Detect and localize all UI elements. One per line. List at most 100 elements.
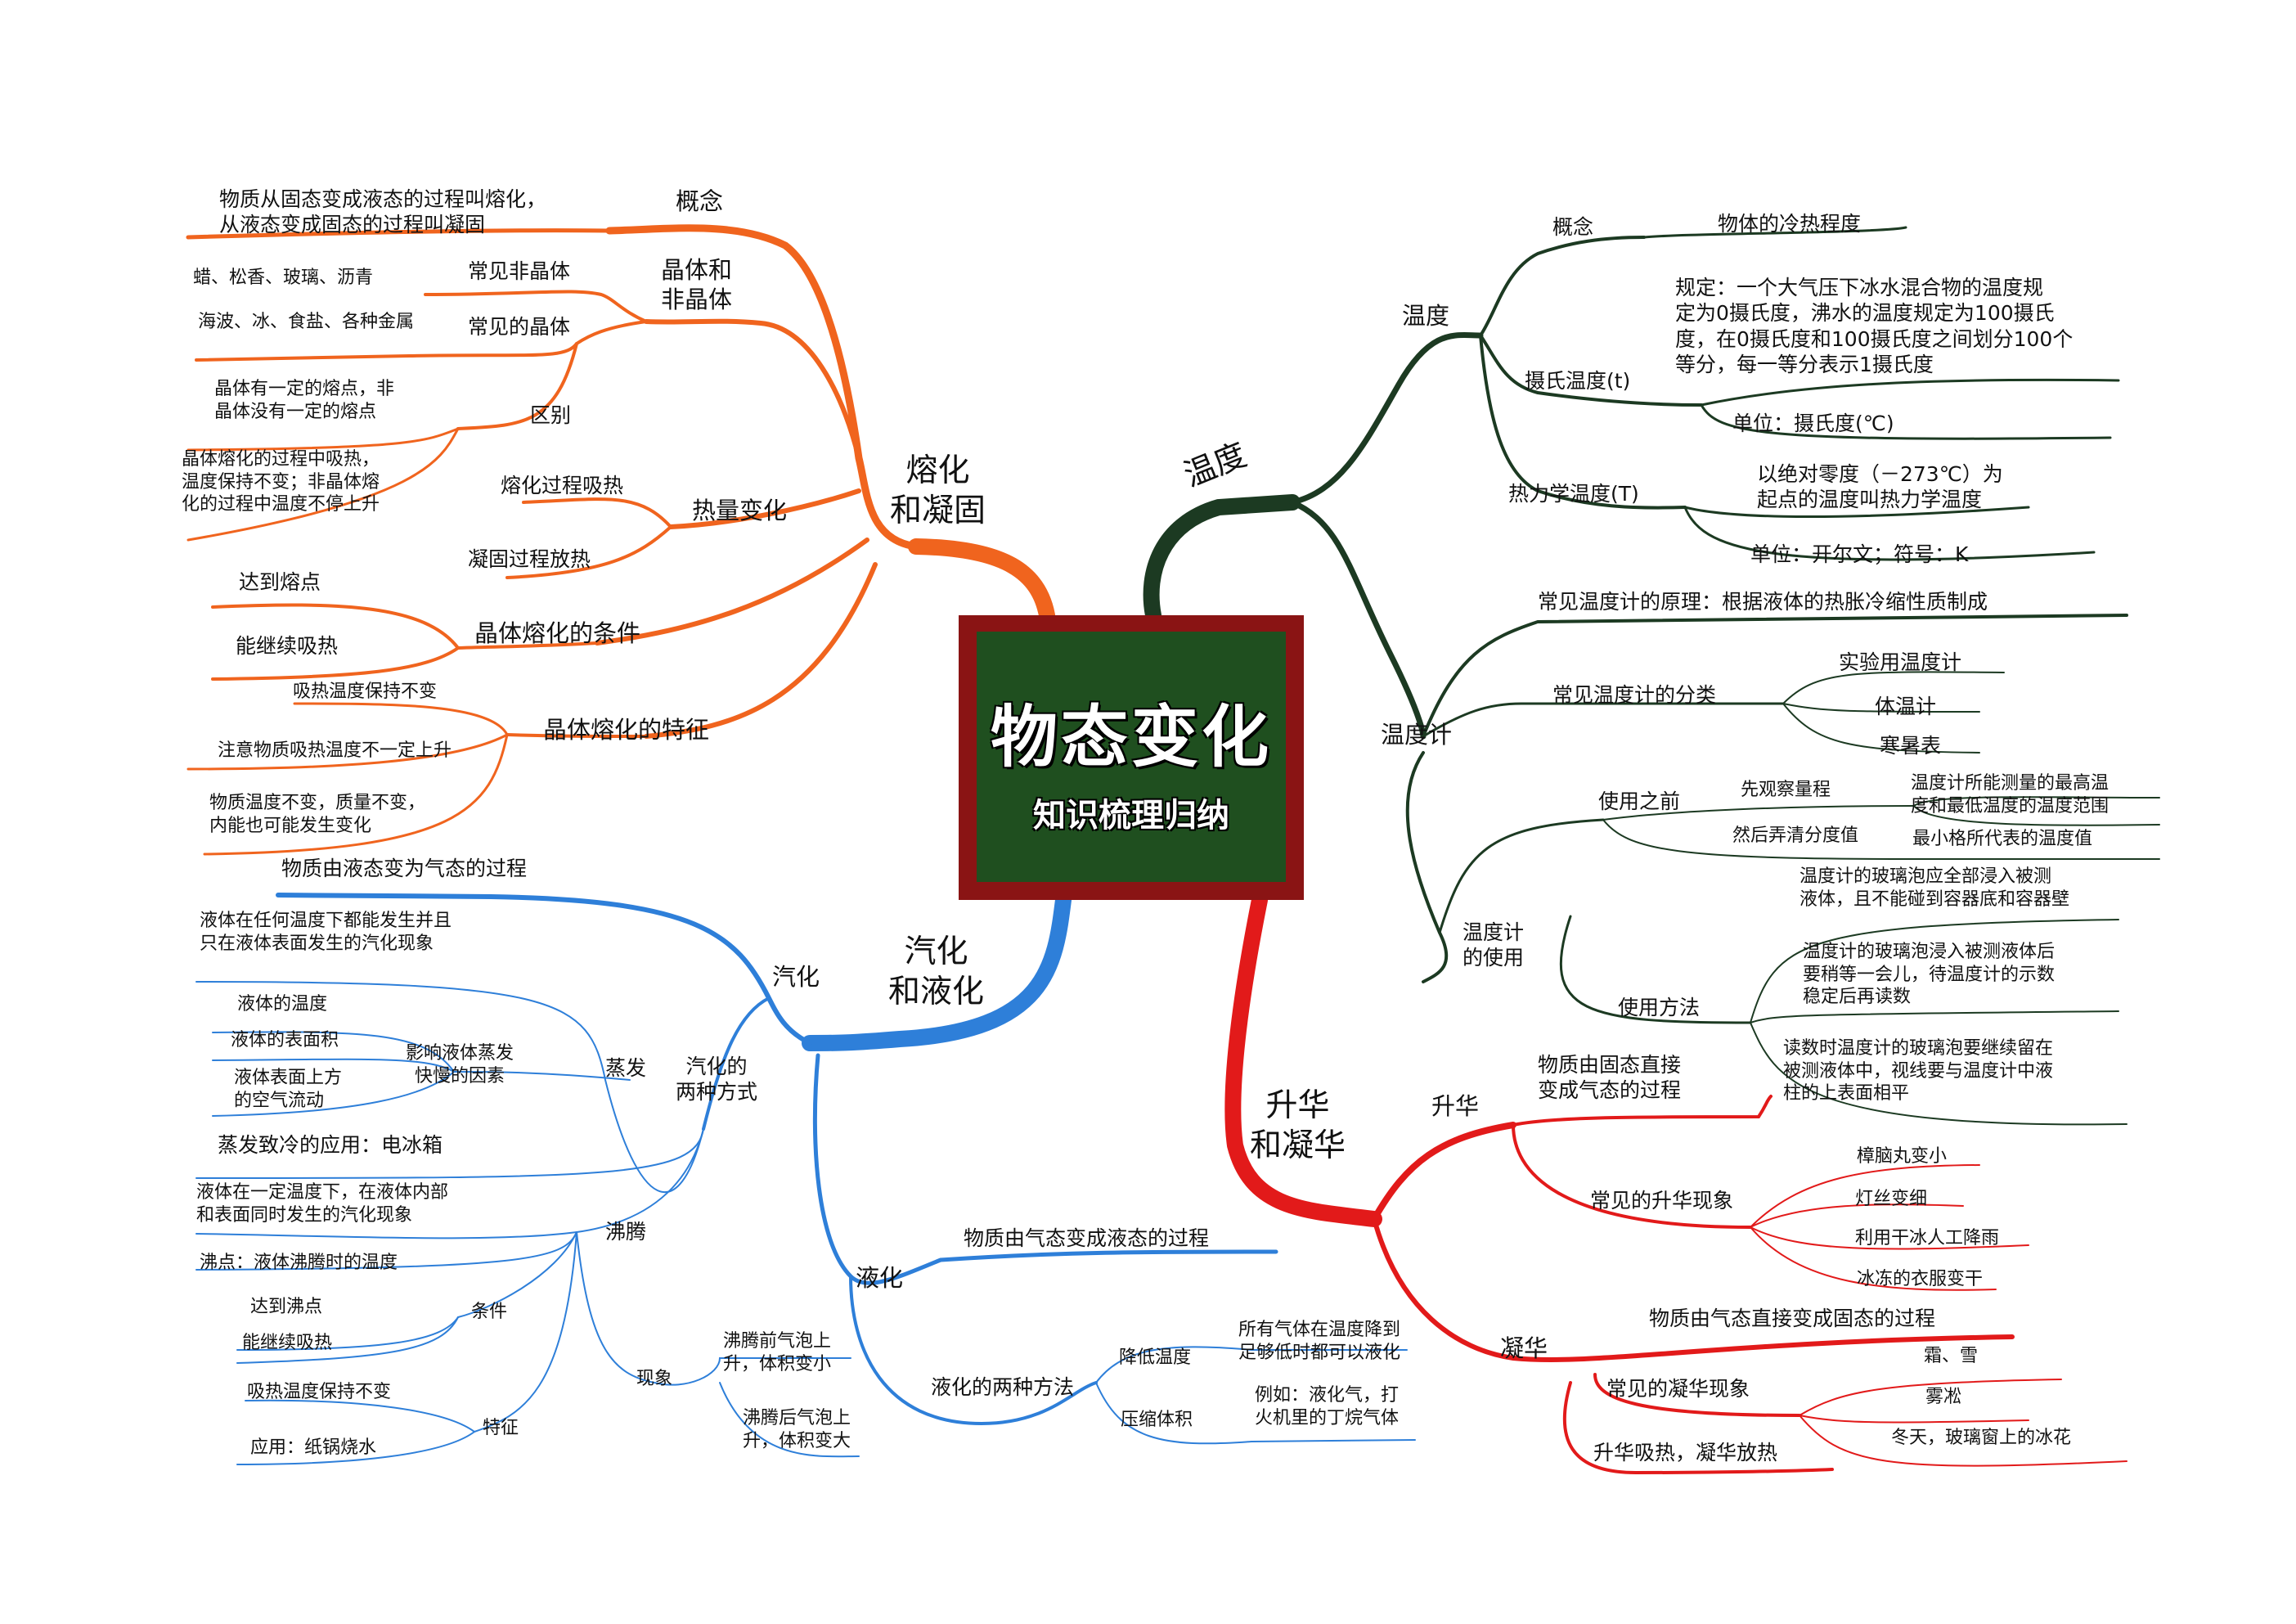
heat-melt-label: 熔化过程吸热 [501,474,624,497]
sublime-def: 物质由固态直接 变成气态的过程 [1538,1053,1682,1103]
thermometer-usage-label: 温度计 的使用 [1463,920,1525,970]
usage-method1: 温度计的玻璃泡应全部浸入被测 液体，且不能碰到容器底和容器壁 [1800,866,2070,910]
sublime-example4: 冰冻的衣服变干 [1857,1269,1984,1289]
temp-concept-label: 概念 [1552,215,1594,239]
evap-factor1: 液体的温度 [237,994,328,1014]
usage-observe-text: 温度计所能测量的最高温 度和最低温度的温度范围 [1911,773,2110,816]
boiling-label: 沸腾 [605,1220,647,1244]
crystal-common-label: 常见的晶体 [468,315,571,339]
lower-temp-text: 所有气体在温度降到 足够低时都可以液化 [1238,1320,1401,1363]
melt-feature-label: 晶体熔化的特征 [543,716,710,744]
celsius-label: 摄氏温度(t) [1525,369,1631,393]
melting-branch-title: 熔化 和凝固 [890,452,986,529]
sublime-common-label: 常见的升华现象 [1590,1189,1734,1212]
melt-feature2: 注意物质吸热温度不一定上升 [218,740,452,761]
boil-phenomenon2: 沸腾后气泡上 升，体积变大 [743,1408,851,1451]
difference-label: 区别 [530,403,572,427]
melt-feature3: 物质温度不变，质量不变， 内能也可能发生变化 [209,793,426,836]
melt-condition1: 达到熔点 [239,570,321,594]
deposit-example2: 雾凇 [1925,1387,1962,1407]
temperature-sub-label: 温度 [1402,302,1450,330]
vapor-branch-title: 汽化 和液化 [888,933,985,1010]
boil-condition-label: 条件 [471,1302,508,1322]
sublime-example3: 利用干冰人工降雨 [1855,1228,2000,1248]
non-crystal-text: 蜡、松香、玻璃、沥青 [193,268,374,288]
sublime-example1: 樟脑丸变小 [1857,1146,1948,1167]
difference-text1: 晶体有一定的熔点，非 晶体没有一定的熔点 [214,379,395,422]
usage-method3: 读数时温度计的玻璃泡要继续留在 被测液体中，视线要与温度计中液 柱的上表面相平 [1783,1038,2054,1104]
vaporize-label: 汽化 [772,963,820,991]
vapor-branch-lines [195,892,1416,1465]
evap-application: 蒸发致冷的应用：电冰箱 [218,1133,443,1157]
center-title: 物态变化 [990,699,1272,776]
deposit-example3: 冬天，玻璃窗上的冰花 [1891,1428,2072,1448]
boil-feature-label: 特征 [483,1418,519,1438]
crystal-common-text: 海波、冰、食盐、各种金属 [198,312,415,332]
usage-method2: 温度计的玻璃泡浸入被测液体后 要稍等一会儿，待温度计的示数 稳定后再读数 [1803,942,2056,1007]
usage-method-label: 使用方法 [1618,996,1701,1019]
deposit-label: 凝华 [1500,1334,1548,1362]
thermo-unit: 单位：开尔文；符号：K [1750,542,1969,566]
celsius-def: 规定：一个大气压下冰水混合物的温度规 定为0摄氏度，沸水的温度规定为100摄氏 … [1675,276,2074,376]
evap-factor2: 液体的表面积 [231,1030,339,1050]
melting-branch-lines [186,224,1055,856]
thermometer-label: 温度计 [1381,721,1453,749]
vapor-definition: 物质由液态变为气态的过程 [281,857,528,880]
sublime-example2: 灯丝变细 [1855,1189,1928,1209]
boil-feature1: 吸热温度保持不变 [247,1382,392,1402]
melt-feature1: 吸热温度保持不变 [293,682,438,702]
center-inner: 物态变化 知识梳理归纳 [977,632,1286,882]
sublimation-branch-lines [1224,892,2128,1475]
lower-temp-label: 降低温度 [1119,1347,1192,1368]
deposit-def: 物质由气态直接变成固态的过程 [1649,1307,1936,1330]
liquefy-ways-label: 液化的两种方法 [931,1375,1075,1399]
heat-solid-label: 凝固过程放热 [468,547,591,571]
sublimation-branch-title: 升华 和凝华 [1250,1087,1346,1164]
thermo-def: 以绝对零度（－273℃）为 起点的温度叫热力学温度 [1757,462,2003,512]
crystal-label: 晶体和 非晶体 [661,256,733,314]
melting-concept-label: 概念 [676,187,724,215]
difference-text2: 晶体熔化的过程中吸热， 温度保持不变；非晶体熔 化的过程中温度不停上升 [182,449,380,515]
compress-text: 例如：液化气，打 火机里的丁烷气体 [1255,1385,1400,1428]
evaporation-def: 液体在任何温度下都能发生并且 只在液体表面发生的汽化现象 [200,911,452,954]
thermometer-type1: 实验用温度计 [1839,650,1962,674]
non-crystal-label: 常见非晶体 [468,259,571,283]
thermometer-type3: 寒暑表 [1880,734,1942,758]
liquefy-label: 液化 [856,1264,904,1292]
melting-concept-text: 物质从固态变成液态的过程叫熔化， 从液态变成固态的过程叫凝固 [219,187,547,237]
temp-concept-text: 物体的冷热程度 [1718,212,1862,236]
two-ways-label: 汽化的 两种方式 [676,1055,758,1104]
melt-condition2: 能继续吸热 [236,634,339,658]
boil-phenomenon1: 沸腾前气泡上 升，体积变小 [723,1331,832,1374]
evap-factor3: 液体表面上方 的空气流动 [234,1068,343,1111]
compress-label: 压缩体积 [1121,1410,1193,1430]
thermo-label: 热力学温度(T) [1508,482,1639,506]
boil-condition2: 能继续吸热 [242,1333,333,1353]
deposit-example1: 霜、雪 [1924,1346,1979,1366]
sublimation-heat-note: 升华吸热，凝华放热 [1593,1441,1778,1464]
liquefy-def: 物质由气态变成液态的过程 [964,1226,1210,1250]
deposit-common-label: 常见的凝华现象 [1606,1377,1750,1401]
thermometer-types-label: 常见温度计的分类 [1552,683,1717,707]
evap-factors-label: 影响液体蒸发 快慢的因素 [406,1043,514,1086]
boil-feature2: 应用：纸锅烧水 [250,1437,377,1458]
celsius-unit: 单位：摄氏度(℃) [1732,412,1894,435]
boil-phenomenon-label: 现象 [636,1369,673,1389]
center-subtitle: 知识梳理归纳 [1033,797,1229,834]
usage-observe-label: 先观察量程 [1741,780,1831,800]
evaporation-label: 蒸发 [605,1056,647,1080]
boil-condition1: 达到沸点 [250,1297,323,1317]
boiling-def: 液体在一定温度下，在液体内部 和表面同时发生的汽化现象 [196,1182,449,1226]
sublime-label: 升华 [1431,1092,1480,1120]
thermometer-principle: 常见温度计的原理：根据液体的热胀冷缩性质制成 [1538,590,1988,614]
usage-before-label: 使用之前 [1598,790,1681,813]
center-title-box: 物态变化 知识梳理归纳 [959,615,1304,900]
melt-condition-label: 晶体熔化的条件 [474,619,641,647]
usage-division-text: 最小格所代表的温度值 [1912,829,2093,849]
usage-division-label: 然后弄清分度值 [1732,825,1859,846]
boiling-point: 沸点：液体沸腾时的温度 [200,1253,398,1273]
heat-change-label: 热量变化 [692,497,788,524]
thermometer-type2: 体温计 [1875,695,1937,718]
